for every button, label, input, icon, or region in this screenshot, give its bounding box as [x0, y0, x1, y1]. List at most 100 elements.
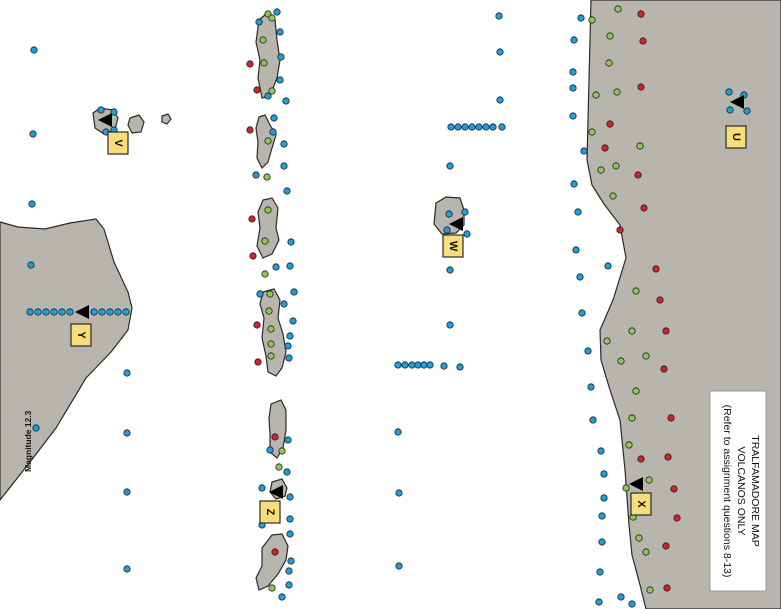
blue-dot [580, 147, 588, 155]
blue-dot [286, 262, 294, 270]
red-dot [606, 120, 614, 128]
volcano-label-w: W [442, 234, 464, 258]
blue-dot [42, 308, 50, 316]
red-dot [253, 86, 261, 94]
blue-dot [426, 361, 434, 369]
blue-dot [420, 361, 428, 369]
blue-dot [29, 130, 37, 138]
volcano-z-icon [269, 485, 283, 499]
blue-dot [726, 106, 734, 114]
blue-dot [578, 309, 586, 317]
red-dot [639, 37, 647, 45]
blue-dot [572, 246, 580, 254]
blue-dot [456, 363, 464, 371]
blue-dot [395, 489, 403, 497]
blue-dot [252, 171, 260, 179]
blue-dot [282, 97, 290, 105]
magnitude-label: Magnitude 12.3 [23, 410, 33, 472]
green-dot [268, 584, 276, 592]
green-dot [622, 484, 630, 492]
blue-dot [587, 383, 595, 391]
island-chain-1 [255, 13, 281, 99]
blue-dot [498, 123, 506, 131]
green-dot [605, 59, 613, 67]
volcano-label-u: U [725, 125, 747, 149]
volcano-label-y: Y [70, 323, 92, 347]
green-dot [628, 327, 636, 335]
title-line-1: TRALFAMADORE MAP [749, 435, 761, 546]
green-dot [259, 36, 267, 44]
blue-dot [269, 128, 277, 136]
blue-dot [395, 562, 403, 570]
blue-dot [290, 288, 298, 296]
red-dot [601, 144, 609, 152]
blue-dot [66, 308, 74, 316]
blue-dot [280, 140, 288, 148]
blue-dot [597, 447, 605, 455]
island-chain-7 [255, 533, 289, 591]
blue-dot [258, 484, 266, 492]
red-dot [246, 60, 254, 68]
green-dot [646, 586, 654, 594]
label-w-text: W [447, 241, 459, 252]
red-dot [271, 548, 279, 556]
green-dot [613, 88, 621, 96]
red-dot [667, 414, 675, 422]
title-line-3: (Refer to assignment questions 8-13) [721, 405, 733, 578]
blue-dot [98, 308, 106, 316]
volcano-v-icon [98, 113, 112, 127]
red-dot [652, 265, 660, 273]
blue-dot [446, 321, 454, 329]
blue-dot [446, 162, 454, 170]
dots-layer [26, 5, 751, 608]
blue-dot [286, 530, 294, 538]
green-dot [614, 5, 622, 13]
green-dot [603, 337, 611, 345]
blue-dot [285, 567, 293, 575]
blue-dot [584, 347, 592, 355]
blue-dot [628, 600, 636, 608]
blue-dot [570, 36, 578, 44]
blue-dot [285, 354, 293, 362]
blue-dot [604, 262, 612, 270]
volcano-u-icon [730, 95, 744, 109]
blue-dot [577, 14, 585, 22]
blue-dot [255, 18, 263, 26]
green-dot [635, 534, 643, 542]
green-dot [265, 307, 273, 315]
blue-dot [574, 208, 582, 216]
blue-dot [123, 565, 131, 573]
blue-dot [272, 263, 280, 271]
blue-dot [273, 8, 281, 16]
blue-dot [58, 308, 66, 316]
red-dot [656, 296, 664, 304]
red-dot [637, 10, 645, 18]
blue-dot [26, 308, 34, 316]
blue-dot [445, 210, 453, 218]
label-v-text: V [112, 139, 124, 147]
blue-dot [617, 593, 625, 601]
blue-dot [600, 470, 608, 478]
blue-dot [264, 92, 272, 100]
labels-layer: V W X Y Z U [70, 125, 747, 524]
blue-dot [394, 428, 402, 436]
blue-dot [496, 48, 504, 56]
blue-dot [468, 123, 476, 131]
red-dot [271, 433, 279, 441]
green-dot [266, 290, 274, 298]
blue-dot [286, 493, 294, 501]
blue-dot [284, 436, 292, 444]
red-dot [634, 171, 642, 179]
blue-dot [489, 123, 497, 131]
red-dot [664, 453, 672, 461]
blue-dot [569, 84, 577, 92]
blue-dot [598, 538, 606, 546]
volcano-label-x: X [630, 492, 652, 516]
green-dot [267, 352, 275, 360]
blue-dot [285, 581, 293, 589]
green-dot [642, 548, 650, 556]
island-v-small-1 [127, 114, 145, 134]
green-dot [636, 142, 644, 150]
green-dot [606, 32, 614, 40]
